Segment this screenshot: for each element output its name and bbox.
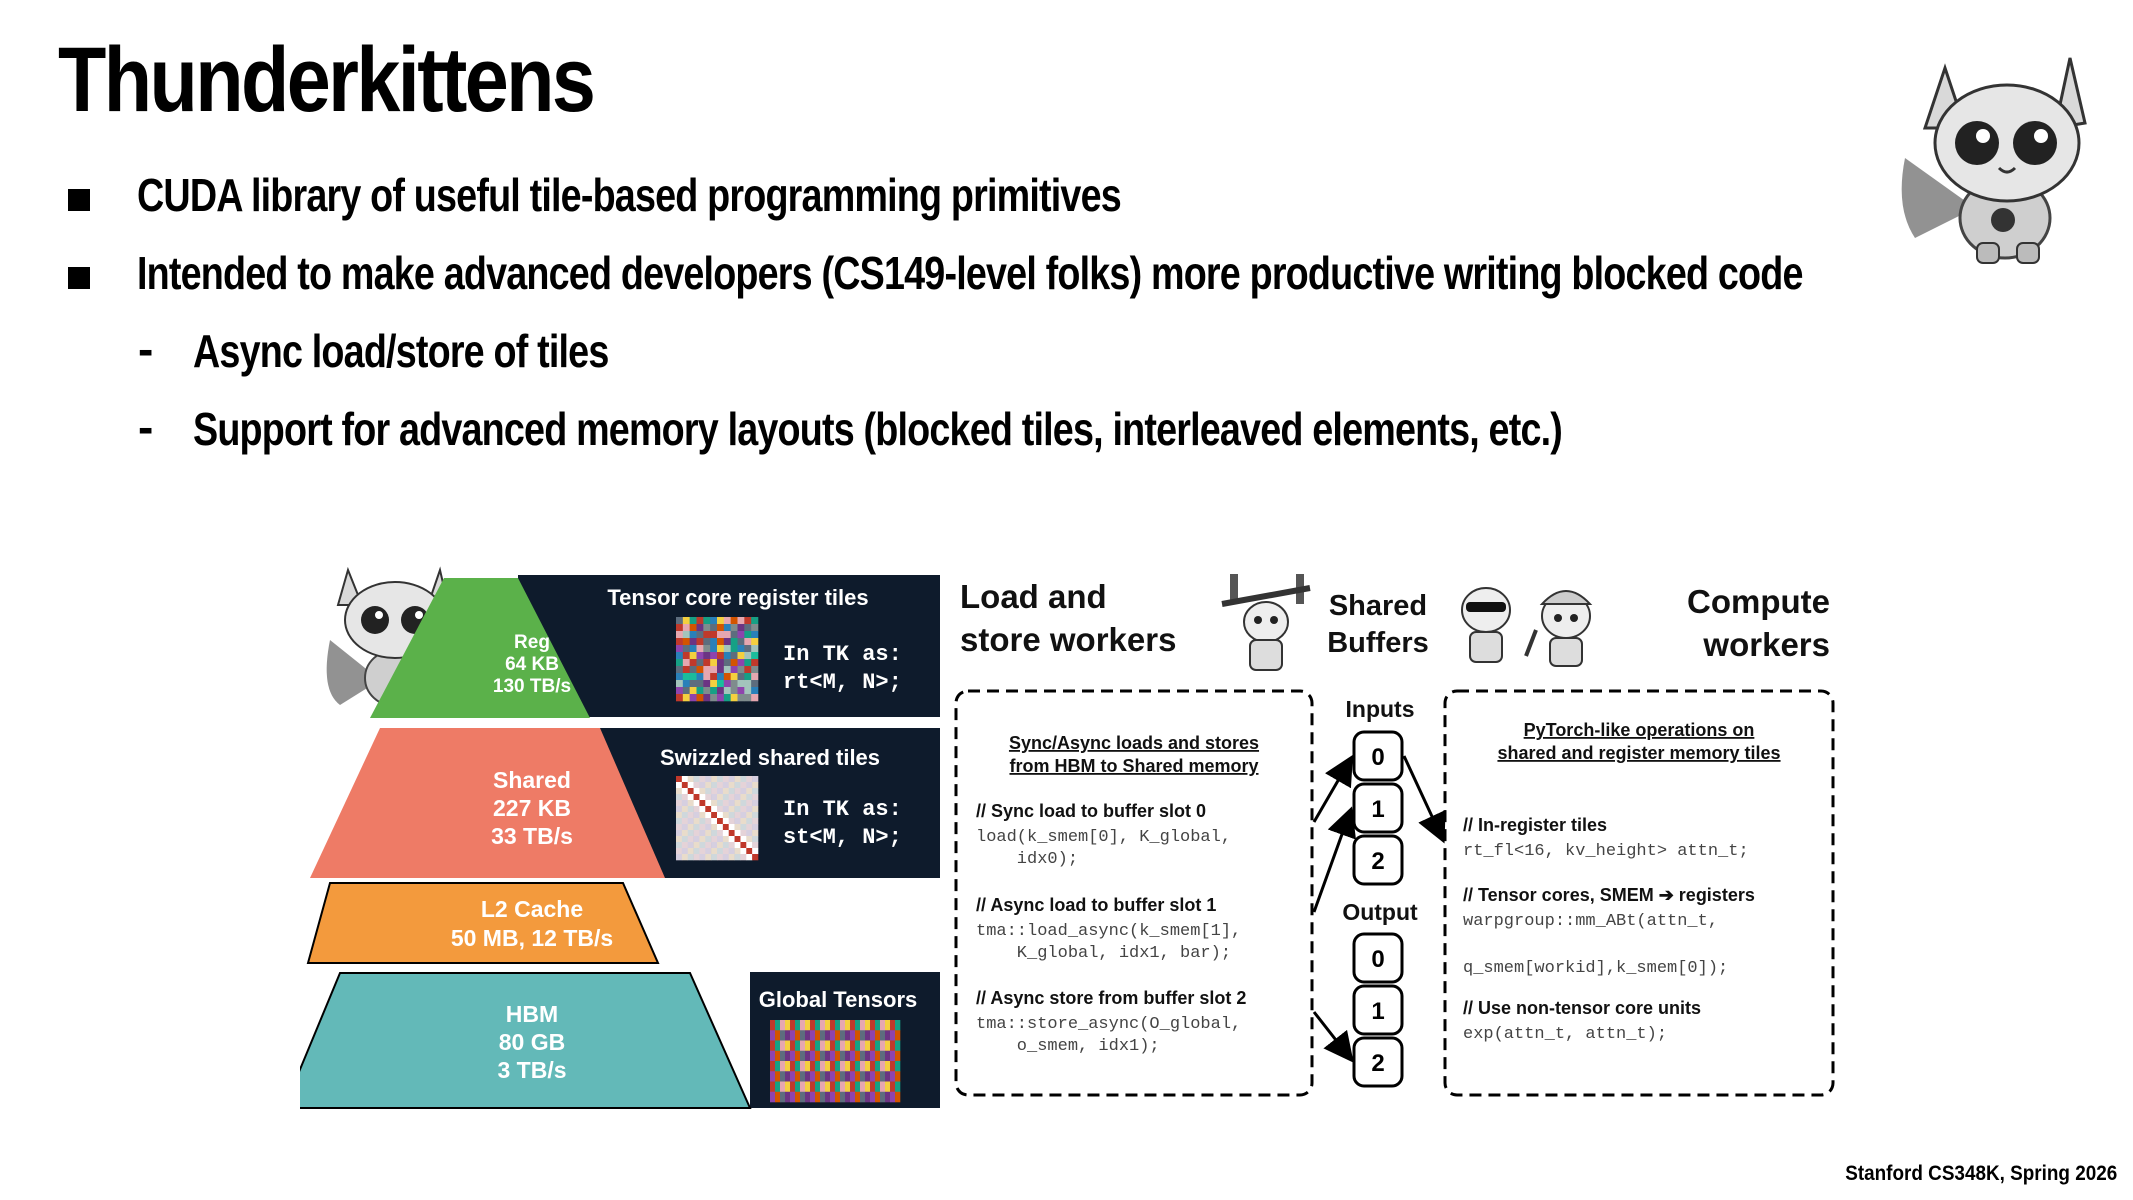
register-tk-line-2: rt<M, N>; [783,670,902,695]
compute-code-1a: rt_fl<16, kv_height> attn_t; [1463,842,1749,861]
load-workers-subtitle-1: Sync/Async loads and stores [1009,733,1259,753]
shared-size: 227 KB [493,795,571,821]
svg-text:1: 1 [1371,796,1384,823]
compute-workers-heading-1: Compute [1687,583,1830,620]
load-code-3b: o_smem, idx1); [976,1037,1160,1056]
load-code-2b: K_global, idx1, bar); [976,944,1231,963]
bullet-1: CUDA library of useful tile-based progra… [137,169,1122,221]
output-label: Output [1342,899,1418,925]
load-workers-heading-1: Load and [960,578,1107,615]
robot-kitten-mascot-image [1901,57,2087,264]
l2-spec: 50 MB, 12 TB/s [451,925,613,951]
inputs-label: Inputs [1346,696,1415,722]
hbm-bandwidth: 3 TB/s [497,1057,566,1083]
load-code-2a: tma::load_async(k_smem[1], [976,922,1241,941]
compute-workers-box [1443,689,1835,1097]
global-tensor-image [770,1020,901,1103]
register-tiles-title: Tensor core register tiles [607,585,868,610]
reg-label: Reg [514,632,550,653]
reg-size: 64 KB [505,654,559,675]
compute-code-2b: q_smem[workid],k_smem[0]); [1463,959,1728,978]
load-code-1a: load(k_smem[0], K_global, [976,828,1231,847]
hbm-label: HBM [506,1001,558,1027]
load-workers-box [954,689,1314,1097]
svg-text:2: 2 [1371,1050,1384,1077]
load-workers-subtitle-2: from HBM to Shared memory [1009,756,1258,776]
pyramid-reg-layer [370,578,590,718]
load-comment-3: // Async store from buffer slot 2 [976,988,1246,1008]
shared-tk-line-1: In TK as: [783,797,902,822]
l2-label: L2 Cache [481,896,583,922]
arrow-input-to-compute [1402,755,1446,844]
load-code-3a: tma::store_async(O_global, [976,1015,1241,1034]
global-tensors-title: Global Tensors [759,987,918,1012]
register-tile-image [676,617,759,702]
footer-course-label: Stanford CS348K, Spring 2026 [1844,1162,2117,1185]
pyramid-hbm-layer [300,972,752,1109]
arrow-load-to-input-1 [1312,806,1356,913]
svg-text:1: 1 [1371,998,1384,1025]
pyramid-l2-layer [306,882,660,964]
compute-code-2a: warpgroup::mm_ABt(attn_t, [1463,912,1718,931]
compute-code-3a: exp(attn_t, attn_t); [1463,1025,1667,1044]
bullet-square-icon [68,189,90,211]
input-slot-0: 0 [1352,730,1404,782]
output-slot-1: 1 [1352,984,1404,1036]
svg-text:0: 0 [1371,744,1384,771]
shared-tile-image [676,776,759,861]
reg-bandwidth: 130 TB/s [493,676,571,697]
compute-comment-2: // Tensor cores, SMEM ➔ registers [1463,885,1755,905]
bullet-2: Intended to make advanced developers (CS… [137,247,1803,299]
svg-text:0: 0 [1371,946,1384,973]
pyramid-shared-layer [310,728,665,878]
thunderkittens-diagram: Reg 64 KB 130 TB/s Shared 227 KB 33 TB/s… [300,566,1835,1109]
svg-text:2: 2 [1371,848,1384,875]
compute-workers-subtitle-2: shared and register memory tiles [1497,743,1780,763]
sub-bullet-dash-icon: - [138,401,154,453]
shared-buffers-heading-1: Shared [1329,590,1427,622]
compute-comment-3: // Use non-tensor core units [1463,998,1701,1018]
compute-kittens-image [1461,587,1593,667]
input-slot-1: 1 [1352,782,1404,834]
input-slot-2: 2 [1352,834,1404,886]
hbm-size: 80 GB [499,1029,565,1055]
compute-comment-1: // In-register tiles [1463,815,1607,835]
shared-buffers-heading-2: Buffers [1327,627,1429,659]
register-tk-line-1: In TK as: [783,642,902,667]
load-comment-2: // Async load to buffer slot 1 [976,895,1216,915]
lifting-kitten-image [1221,574,1311,671]
sub-bullet-1: Async load/store of tiles [193,325,609,377]
arrow-load-to-input-0 [1312,754,1354,823]
compute-workers-subtitle-1: PyTorch-like operations on [1524,720,1755,740]
output-slot-2: 2 [1352,1036,1404,1088]
load-code-1b: idx0); [976,850,1078,869]
slide-title: Thunderkittens [58,29,596,131]
sub-bullet-dash-icon: - [138,323,154,375]
shared-tiles-title: Swizzled shared tiles [660,745,880,770]
shared-bandwidth: 33 TB/s [491,823,573,849]
load-comment-1: // Sync load to buffer slot 0 [976,801,1206,821]
shared-label: Shared [493,767,571,793]
load-workers-heading-2: store workers [960,621,1176,658]
sub-bullet-2: Support for advanced memory layouts (blo… [193,403,1563,455]
arrow-load-to-output-2 [1312,1011,1354,1063]
compute-workers-heading-2: workers [1702,626,1830,663]
output-slot-0: 0 [1352,932,1404,984]
bullet-square-icon [68,267,90,289]
shared-tk-line-2: st<M, N>; [783,825,902,850]
